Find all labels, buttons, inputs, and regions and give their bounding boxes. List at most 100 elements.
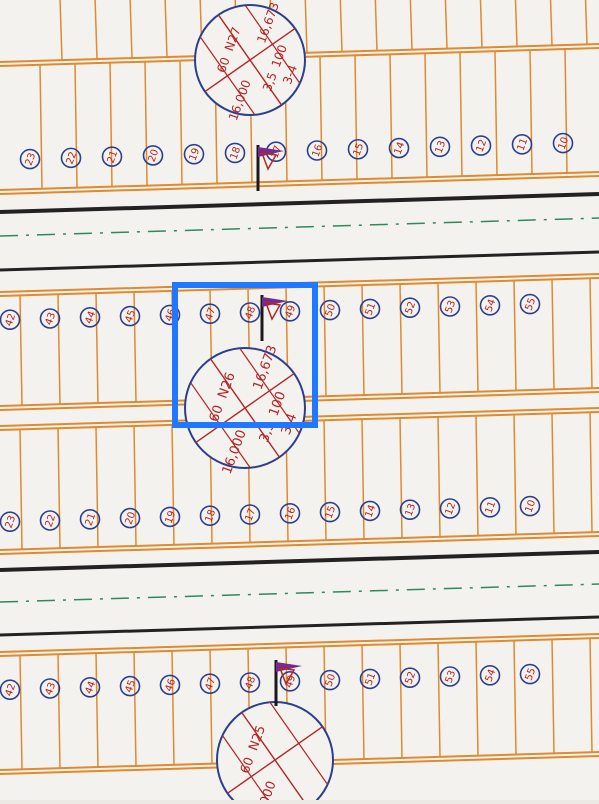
plot-number: 22	[65, 150, 80, 166]
plot-number: 23	[24, 152, 39, 168]
plot-number-marker: 44	[79, 676, 101, 698]
plot-circle	[119, 675, 141, 697]
plot-number: 11	[484, 500, 499, 516]
plot-circle	[429, 136, 451, 158]
plot-number-marker: 18	[199, 505, 221, 527]
plot-number: 10	[557, 136, 572, 152]
plot-number-marker: 51	[359, 298, 381, 320]
plot-circle	[79, 676, 101, 698]
plot-circle	[183, 143, 205, 165]
plot-number: 11	[516, 137, 531, 153]
plot-divider	[479, 0, 483, 48]
plot-number: 54	[484, 298, 499, 314]
lot-boundary	[0, 633, 599, 653]
plot-number: 43	[44, 311, 59, 327]
plot-divider	[323, 286, 327, 397]
plot-divider	[319, 56, 323, 181]
plot-number: 46	[164, 677, 179, 693]
plot-number-marker: 55	[519, 293, 541, 315]
plot-number: 43	[44, 681, 59, 697]
plot-divider	[171, 650, 175, 765]
plot-divider	[513, 640, 517, 755]
plot-divider	[144, 61, 148, 186]
plot-circle	[439, 498, 461, 519]
plot-circle	[239, 302, 261, 323]
plot-circle	[119, 507, 141, 529]
plot-circle	[199, 303, 221, 325]
plot-circle	[142, 145, 164, 166]
flag-triangle	[260, 152, 278, 171]
plot-divider	[39, 64, 43, 189]
plot-circle	[39, 308, 61, 329]
plot-number: 45	[124, 679, 139, 695]
plot-number-marker: 53	[439, 666, 461, 687]
zone-density: 3,5	[260, 70, 280, 93]
plot-number-marker: 50	[319, 299, 341, 321]
plot-number: 14	[364, 503, 379, 519]
plot-circle	[0, 511, 21, 532]
plot-number-marker: 11	[511, 134, 533, 155]
plot-number: 20	[124, 511, 139, 527]
plot-number: 47	[204, 676, 219, 692]
plot-number: 17	[244, 507, 259, 523]
plot-number-marker: 21	[79, 508, 101, 530]
plot-number-marker: 15	[347, 138, 369, 160]
plot-divider	[549, 0, 553, 46]
plot-divider	[19, 429, 23, 550]
plot-circle	[159, 304, 181, 326]
plot-number-marker: 43	[39, 308, 61, 329]
road-edge-bottom-2	[0, 615, 599, 637]
plot-number: 23	[4, 514, 19, 530]
plot-number-marker: 19	[159, 506, 181, 528]
plot-number-marker: 23	[0, 511, 21, 532]
plot-number-marker: 22	[39, 510, 61, 531]
plot-circle	[0, 679, 21, 700]
plot-divider	[129, 0, 133, 59]
plot-number: 45	[124, 309, 139, 325]
plot-divider	[513, 280, 517, 391]
plot-divider	[475, 415, 479, 536]
plot-circle	[199, 505, 221, 527]
zone-floors: 60	[214, 55, 232, 74]
plot-number: 49	[284, 304, 299, 320]
plot-number-marker: 18	[224, 142, 246, 164]
plot-circle	[39, 678, 61, 699]
plot-circle	[119, 305, 141, 327]
plot-number: 51	[364, 301, 379, 317]
plot-circle	[159, 506, 181, 528]
plot-circle	[0, 309, 21, 330]
plot-number-marker: 22	[60, 147, 82, 169]
plot-number-marker: 52	[399, 667, 421, 689]
flag-icon	[262, 297, 288, 307]
plot-number: 49	[284, 674, 299, 690]
plot-number: 54	[484, 668, 499, 684]
flag-triangle	[278, 667, 296, 686]
plot-divider	[389, 54, 393, 179]
plot-number-marker: 46	[159, 674, 181, 696]
plot-divider	[459, 52, 463, 177]
plot-number-marker: 47	[199, 303, 221, 325]
zone-divider	[199, 36, 256, 115]
selection-highlight-box[interactable]	[172, 282, 318, 428]
plot-number: 50	[324, 673, 339, 689]
plot-number: 18	[204, 508, 219, 524]
plot-number-marker: 17	[239, 504, 261, 525]
plot-circle	[479, 496, 501, 518]
survey-flag-top	[256, 145, 284, 191]
plot-divider	[209, 649, 213, 764]
plot-number: 51	[364, 671, 379, 687]
plot-number: 12	[444, 501, 459, 517]
plot-number-marker: 44	[79, 306, 101, 328]
road-edge-top-2	[0, 550, 599, 572]
plot-number: 12	[475, 138, 490, 154]
plot-circle	[399, 297, 421, 319]
plot-divider	[95, 293, 99, 404]
plot-circle	[439, 296, 461, 317]
plot-circle	[199, 673, 221, 695]
plot-number: 22	[44, 513, 59, 529]
plot-circle	[399, 499, 421, 521]
plot-circle	[519, 293, 541, 315]
plot-divider	[74, 63, 78, 188]
